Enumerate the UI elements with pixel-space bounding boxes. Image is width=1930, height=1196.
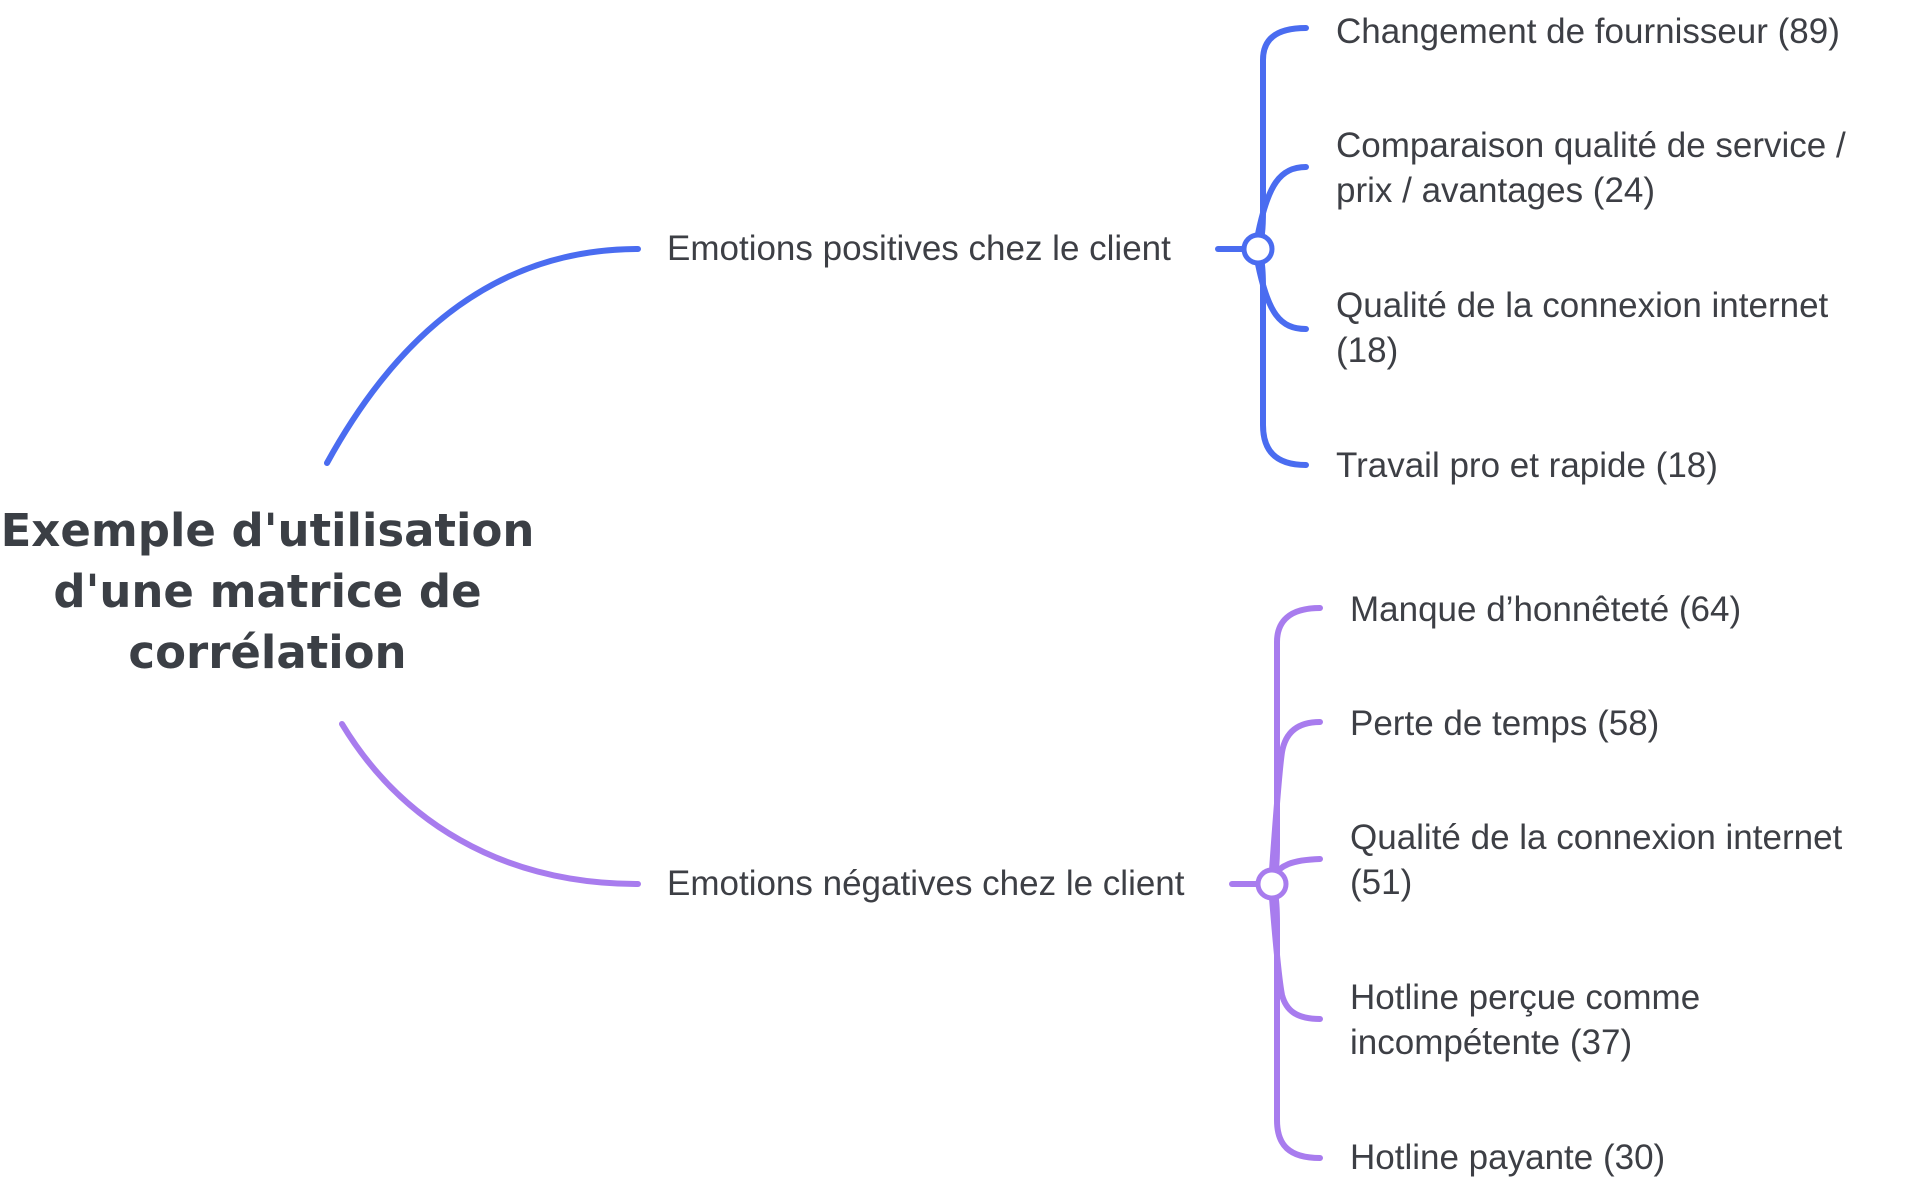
root-topic[interactable]: Exemple d'utilisation d'une matrice de c… [0,504,535,679]
branch-positive-label[interactable]: Emotions positives chez le client [667,229,1171,268]
positive-child-2[interactable]: Comparaison qualité de service / prix / … [1336,126,1846,210]
positive-child-1[interactable]: Changement de fournisseur (89) [1336,12,1840,51]
edge-negative-child-2 [1269,719,1323,873]
negative-child-3[interactable]: Qualité de la connexion internet (51) [1350,818,1843,902]
branch-negative-label[interactable]: Emotions négatives chez le client [667,864,1185,903]
positive-branch-node[interactable] [1241,232,1275,266]
positive-child-3[interactable]: Qualité de la connexion internet (18) [1336,286,1829,370]
negative-child-2[interactable]: Perte de temps (58) [1350,704,1660,743]
negative-child-4[interactable]: Hotline perçue comme incompétente (37) [1350,978,1701,1062]
edge-root-to-negative [339,721,641,887]
edge-negative-child-1 [1269,605,1323,887]
positive-child-4[interactable]: Travail pro et rapide (18) [1336,446,1718,485]
negative-branch-node[interactable] [1255,867,1289,901]
edge-positive-child-2 [1255,164,1309,237]
edge-positive-child-4 [1255,246,1309,468]
negative-child-1[interactable]: Manque d’honnêteté (64) [1350,590,1742,629]
negative-child-5[interactable]: Hotline payante (30) [1350,1138,1666,1177]
edge-root-to-positive [324,246,641,466]
